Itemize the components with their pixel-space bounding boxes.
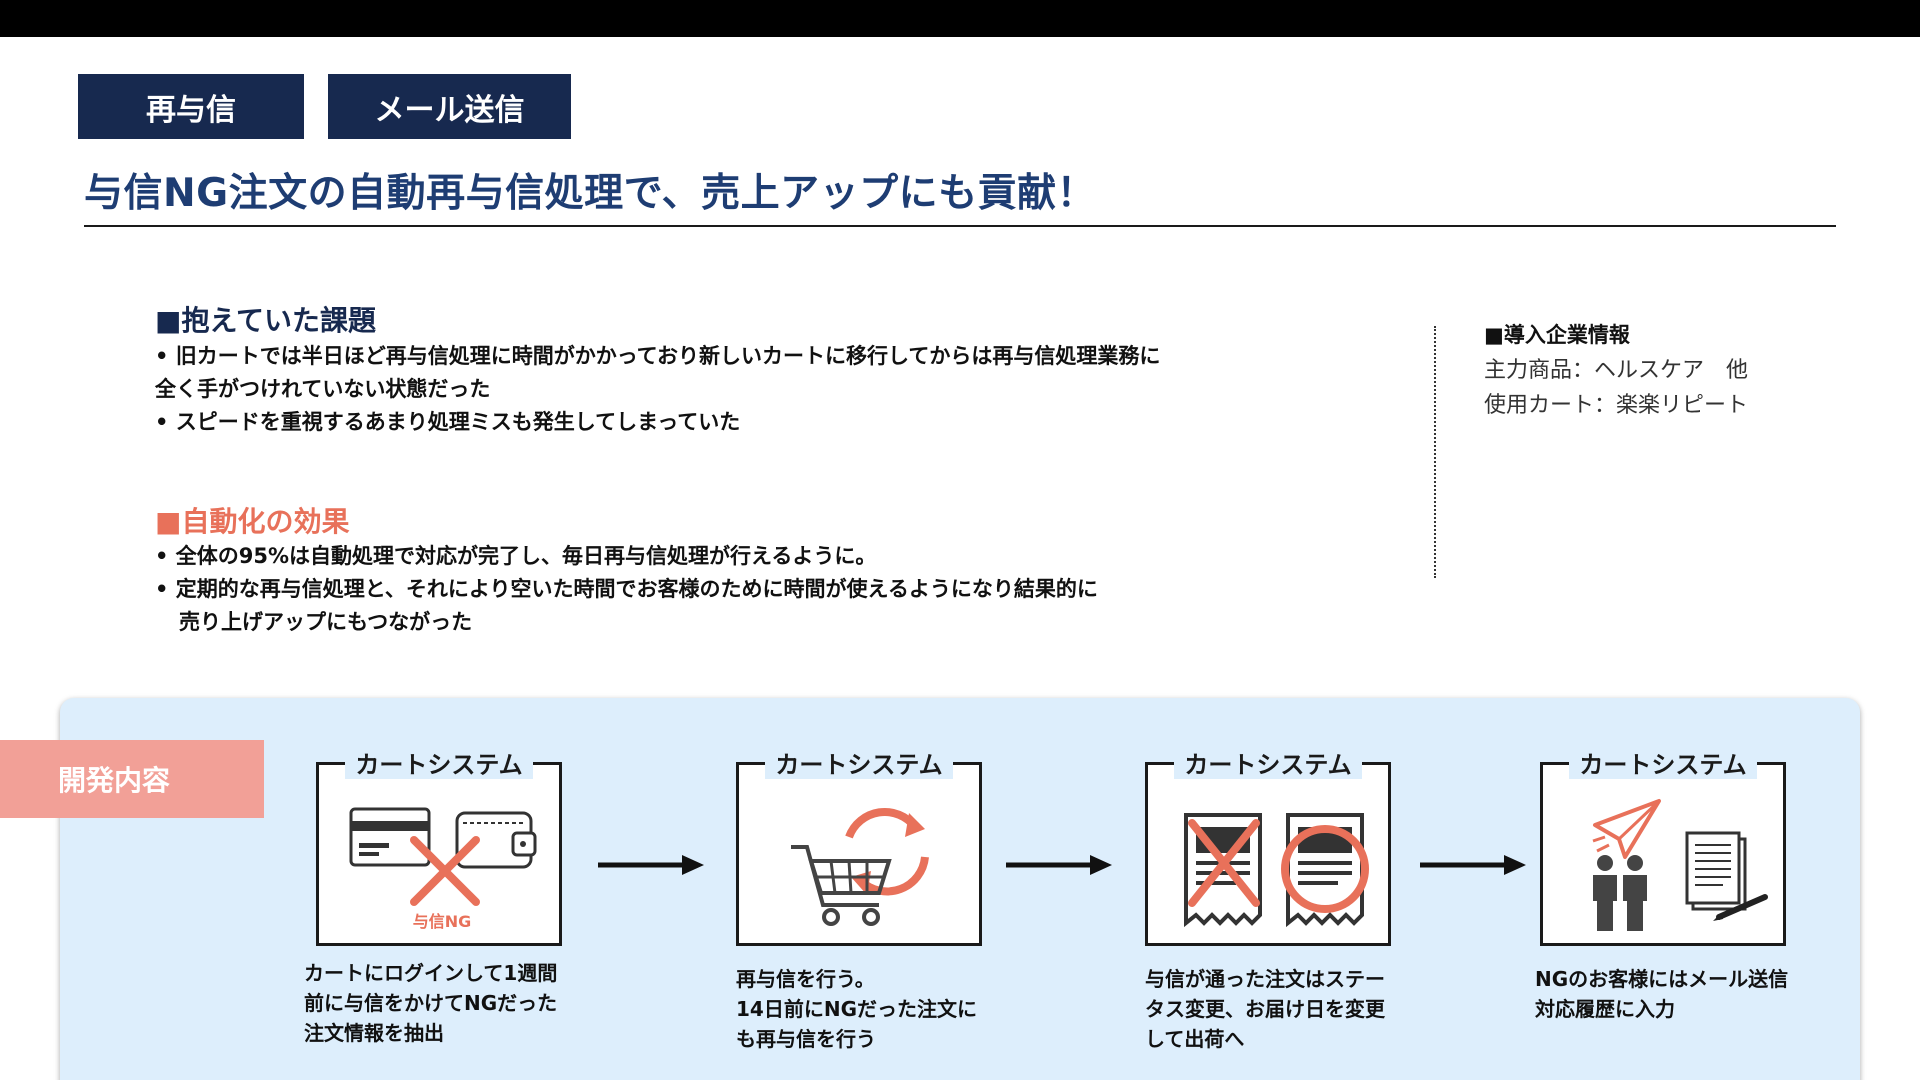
step-label: カートシステム bbox=[345, 751, 533, 779]
step-box-4: カートシステム bbox=[1540, 751, 1786, 946]
wallet-icon bbox=[455, 811, 537, 869]
step-box-2: カートシステム bbox=[736, 751, 982, 946]
caption-line: 与信が通った注文はステー bbox=[1145, 967, 1385, 991]
step-label: カートシステム bbox=[1569, 751, 1757, 779]
issues-title: ■抱えていた課題 bbox=[155, 304, 377, 337]
top-bar bbox=[0, 0, 1920, 37]
step-caption-1: カートにログインして1週間 前に与信をかけてNGだった 注文情報を抽出 bbox=[304, 958, 557, 1048]
issues-list: • 旧カートでは半日ほど再与信処理に時間がかかっており新しいカートに移行してから… bbox=[155, 340, 1160, 439]
list-item-cont: 全く手がつけれていない状態だった bbox=[155, 377, 491, 401]
caption-line: NGのお客様にはメール送信 bbox=[1535, 967, 1789, 991]
step-caption-4: NGのお客様にはメール送信 対応履歴に入力 bbox=[1535, 964, 1788, 1024]
pen-icon bbox=[1713, 894, 1768, 921]
paper-plane-icon bbox=[1592, 799, 1661, 859]
step-caption-2: 再与信を行う。 14日前にNGだった注文に も再与信を行う bbox=[736, 964, 977, 1054]
list-item: • 旧カートでは半日ほど再与信処理に時間がかかっており新しいカートに移行してから… bbox=[155, 344, 1161, 368]
cross-icon bbox=[410, 836, 480, 906]
people-icon bbox=[1593, 855, 1647, 931]
list-item: • 全体の95%は自動処理で対応が完了し、毎日再与信処理が行えるように。 bbox=[155, 544, 877, 568]
circle-icon bbox=[1281, 825, 1369, 913]
list-item: • 定期的な再与信処理と、それにより空いた時間でお客様のために時間が使えるように… bbox=[155, 577, 1098, 601]
arrow-right-icon bbox=[1006, 855, 1112, 875]
caption-line: 注文情報を抽出 bbox=[304, 1021, 444, 1045]
caption-line: カートにログインして1週間 bbox=[304, 961, 558, 985]
refresh-icon bbox=[845, 807, 929, 896]
arrow-right-icon bbox=[598, 855, 704, 875]
caption-line: 対応履歴に入力 bbox=[1535, 997, 1675, 1021]
step-caption-3: 与信が通った注文はステー タス変更、お届け日を変更 して出荷へ bbox=[1145, 964, 1385, 1054]
step-box-1: カートシステム 与信NG bbox=[316, 751, 562, 946]
company-cart: 使用カート：楽楽リピート bbox=[1484, 393, 1749, 418]
shopping-cart-icon bbox=[791, 845, 892, 926]
caption-line: して出荷へ bbox=[1145, 1027, 1245, 1051]
effects-list: • 全体の95%は自動処理で対応が完了し、毎日再与信処理が行えるように。 • 定… bbox=[155, 540, 1098, 639]
cross-icon bbox=[1188, 819, 1260, 907]
caption-line: 前に与信をかけてNGだった bbox=[304, 991, 558, 1015]
list-item-cont: 売り上げアップにもつながった bbox=[179, 610, 473, 634]
effects-title: ■自動化の効果 bbox=[155, 505, 350, 538]
step-label: カートシステム bbox=[765, 751, 953, 779]
tag-mail: メール送信 bbox=[328, 74, 571, 139]
caption-line: も再与信を行う bbox=[736, 1027, 876, 1051]
caption-line: タス変更、お届け日を変更 bbox=[1145, 997, 1385, 1021]
credit-card-icon bbox=[349, 807, 431, 867]
headline: 与信NG注文の自動再与信処理で、売上アップにも貢献！ bbox=[84, 171, 1097, 216]
company-product: 主力商品：ヘルスケア 他 bbox=[1484, 358, 1749, 383]
tag-reauth: 再与信 bbox=[78, 74, 304, 139]
dotted-divider bbox=[1434, 326, 1436, 578]
list-item: • スピードを重視するあまり処理ミスも発生してしまっていた bbox=[155, 410, 741, 434]
caption-line: 再与信を行う。 bbox=[736, 967, 875, 991]
company-info: ■導入企業情報 主力商品：ヘルスケア 他 使用カート：楽楽リピート bbox=[1484, 318, 1748, 423]
step-label: カートシステム bbox=[1174, 751, 1362, 779]
step-box-3: カートシステム bbox=[1145, 751, 1391, 946]
arrow-right-icon bbox=[1420, 855, 1526, 875]
document-icon bbox=[1685, 831, 1747, 911]
caption-line: 14日前にNGだった注文に bbox=[736, 997, 977, 1021]
receipt-icon bbox=[1286, 813, 1364, 928]
company-info-title: ■導入企業情報 bbox=[1484, 323, 1630, 347]
divider bbox=[84, 225, 1836, 227]
ng-badge: 与信NG bbox=[413, 912, 472, 931]
dev-tab: 開発内容 bbox=[0, 740, 264, 818]
